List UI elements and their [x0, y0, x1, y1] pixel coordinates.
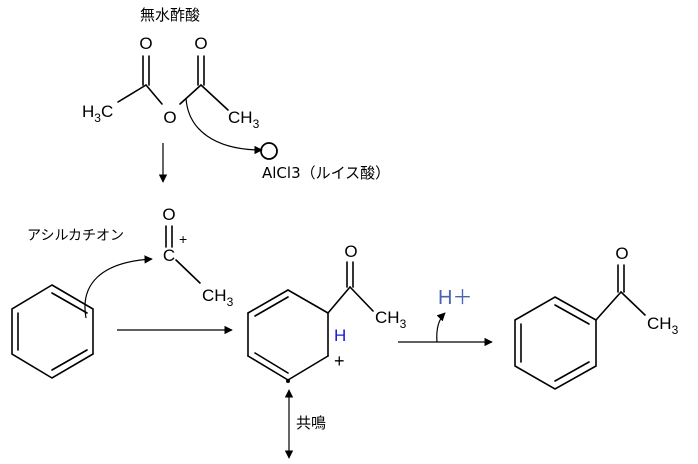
curved-arrow-pi-to-acylium — [84, 255, 153, 319]
product-ch3-label: CH3 — [647, 314, 679, 337]
sigma-hydrogen: H — [334, 326, 346, 345]
product-double-1 — [554, 304, 590, 325]
anhydride-carbonyl-o-left: O — [139, 34, 152, 53]
sigma-ch3-label: CH3 — [375, 308, 407, 331]
sigma-bond-c3-c4 — [287, 355, 329, 381]
anhydride-bridge-o: O — [163, 108, 176, 127]
sigma-carbonyl-methyl — [349, 286, 374, 312]
sigma-bond-c6-c1 — [247, 289, 289, 314]
benzene-left-ring — [11, 284, 94, 379]
sigma-carbonyl-o: O — [344, 242, 357, 261]
empty-orbital-circle — [260, 142, 278, 160]
acetophenone-product: O CH3 — [514, 244, 679, 390]
acylium-plus: + — [179, 231, 187, 247]
acylium-cation: アシルカチオン O C + CH3 — [27, 205, 234, 309]
bond-o-bridge-c2 — [179, 84, 202, 105]
bond-c1-o-bridge — [145, 84, 163, 105]
h-plus-label: H＋ — [438, 287, 472, 309]
acylium-ch3-label: CH3 — [202, 286, 234, 309]
anhydride-ch3-label: CH3 — [228, 108, 260, 131]
sigma-double-top — [254, 296, 289, 317]
benzene-left — [11, 255, 153, 379]
acylium-c-methyl-bond — [175, 259, 201, 284]
sigma-complex: O CH3 H + — [247, 242, 407, 383]
anhydride-carbonyl-o-right: O — [194, 34, 207, 53]
acetic-anhydride: 無水酢酸 O O O H3C CH3 — [82, 6, 263, 155]
anhydride-name-label: 無水酢酸 — [140, 6, 200, 24]
product-carbonyl-o: O — [615, 244, 628, 263]
acylium-name-label: アシルカチオン — [27, 228, 124, 244]
sigma-bond-c1-c2 — [287, 289, 329, 314]
lewis-acid-label: AlCl3（ルイス酸） — [262, 164, 390, 182]
sigma-plus-charge: + — [334, 351, 345, 371]
acylium-c: C — [163, 246, 175, 265]
product-double-2 — [554, 361, 590, 382]
anhydride-h3c-label: H3C — [82, 102, 113, 125]
sigma-double-bottom — [254, 352, 289, 374]
bond-c1-methyl — [117, 84, 147, 103]
sigma-bond-c4-c5 — [247, 355, 289, 381]
bond-c2-methyl — [200, 84, 229, 111]
benzene-left-double-1 — [51, 292, 88, 314]
sigma-bond-ring-carbonyl — [327, 286, 351, 314]
product-ring — [514, 296, 597, 390]
curved-arrow-h-loss — [436, 312, 446, 343]
curved-arrow-o-to-alcl3 — [185, 97, 263, 155]
product-ring-carbonyl — [595, 291, 622, 321]
benzene-left-double-2 — [51, 349, 88, 371]
resonance-label: 共鳴 — [296, 414, 326, 432]
acylium-o: O — [162, 205, 175, 224]
sigma-dot — [286, 379, 290, 383]
product-carbonyl-methyl — [620, 291, 646, 316]
lewis-acid: AlCl3（ルイス酸） — [260, 142, 390, 182]
